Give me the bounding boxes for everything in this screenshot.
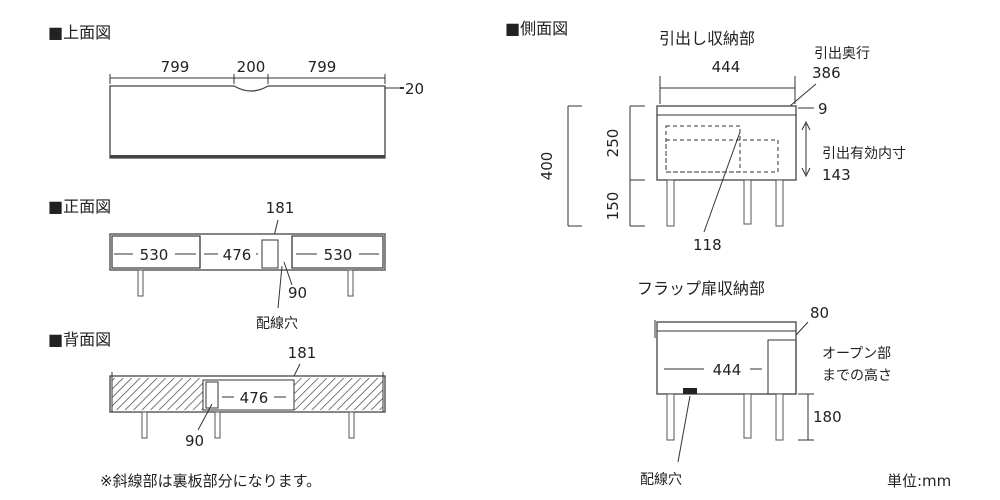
unit-label: 単位:mm bbox=[887, 472, 951, 490]
front-left-dim: 530 bbox=[140, 246, 169, 264]
back-middle-dim: 476 bbox=[240, 389, 269, 407]
drawer-top-gap-dim: 9 bbox=[818, 100, 828, 118]
side-view-heading: ■側面図 bbox=[505, 19, 568, 38]
flap-side-view: 80 444 オープン部 までの高さ 180 配線穴 bbox=[640, 304, 892, 488]
drawer-inner-value: 143 bbox=[822, 166, 851, 184]
drawer-side-view: 引出奥行 386 444 9 400 250 150 引出有効内寸 143 11… bbox=[538, 45, 906, 254]
flap-height-dim: 180 bbox=[813, 408, 842, 426]
front-view-heading: ■正面図 bbox=[48, 197, 111, 216]
top-view: 799 200 799 20 bbox=[109, 58, 424, 159]
top-width-left: 799 bbox=[161, 58, 190, 76]
flap-section-title: フラップ扉収納部 bbox=[637, 279, 765, 298]
front-middle-dim: 476 bbox=[223, 246, 252, 264]
flap-width-dim: 444 bbox=[713, 361, 742, 379]
top-view-heading: ■上面図 bbox=[48, 23, 111, 42]
back-view: 181 476 90 bbox=[109, 344, 386, 450]
flap-open-label-2: までの高さ bbox=[822, 367, 892, 384]
back-view-heading: ■背面図 bbox=[48, 330, 111, 349]
flap-hole-label: 配線穴 bbox=[640, 472, 682, 488]
hatch-note: ※斜線部は裏板部分になります。 bbox=[100, 472, 321, 490]
back-top-dim: 181 bbox=[288, 344, 317, 362]
drawer-width-dim: 444 bbox=[712, 58, 741, 76]
top-depth-dim: 20 bbox=[405, 80, 424, 98]
drawer-depth-value: 386 bbox=[812, 64, 841, 82]
front-hole-label: 配線穴 bbox=[256, 316, 298, 332]
drawer-lower-height-dim: 150 bbox=[604, 192, 622, 221]
front-top-dim: 181 bbox=[266, 199, 295, 217]
front-bottom-dim: 90 bbox=[288, 284, 307, 302]
drawer-section-title: 引出し収納部 bbox=[659, 29, 755, 48]
front-view: 181 530 476 530 90 配線穴 bbox=[109, 199, 386, 332]
flap-open-label-1: オープン部 bbox=[822, 346, 891, 362]
drawer-depth-label: 引出奥行 bbox=[814, 45, 870, 62]
drawer-total-height-dim: 400 bbox=[538, 152, 556, 181]
drawer-inner-label: 引出有効内寸 bbox=[822, 146, 906, 162]
flap-right-dim: 80 bbox=[810, 304, 829, 322]
front-right-dim: 530 bbox=[324, 246, 353, 264]
drawer-bottom-dim: 118 bbox=[693, 236, 722, 254]
drawer-upper-height-dim: 250 bbox=[604, 129, 622, 158]
top-width-right: 799 bbox=[308, 58, 337, 76]
top-width-middle: 200 bbox=[237, 58, 266, 76]
back-bottom-dim: 90 bbox=[185, 432, 204, 450]
